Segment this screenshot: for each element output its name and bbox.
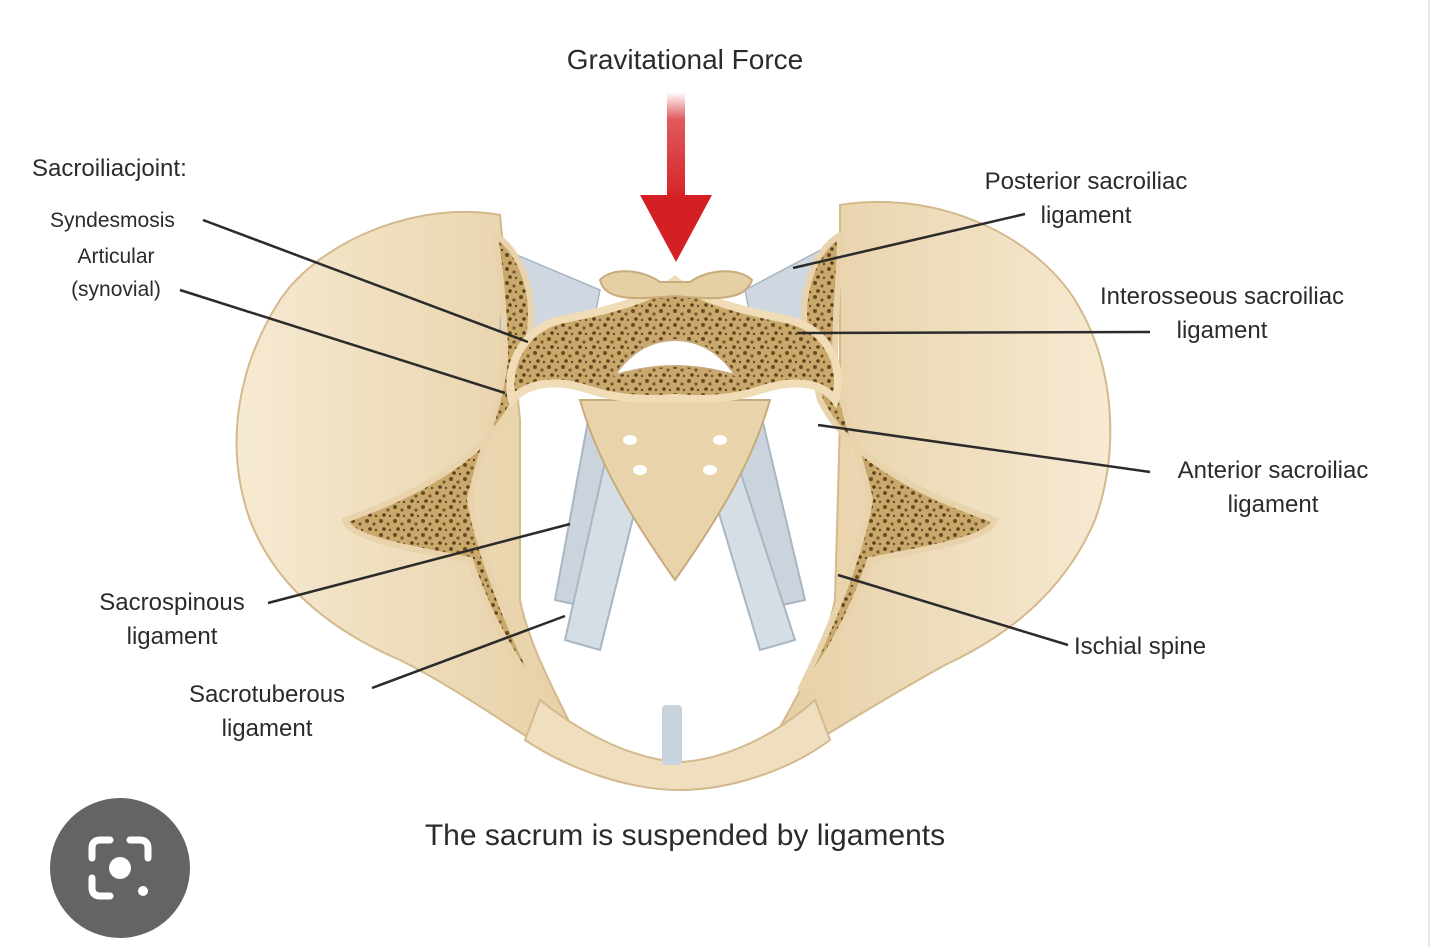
label-sacrotuberous-line1: Sacrotuberous: [188, 681, 346, 708]
leader-lines: [179, 212, 1151, 690]
page-divider: [1428, 0, 1430, 947]
label-posterior-line2: ligament: [1040, 202, 1132, 229]
figure-caption: The sacrum is suspended by ligaments: [424, 819, 946, 852]
label-syndesmosis: Syndesmosis: [50, 209, 175, 232]
label-interosseous-line1: Interosseous sacroiliac: [1099, 283, 1345, 310]
label-sacroiliac-joint: Sacroiliacjoint:: [32, 155, 187, 182]
left-ilium-section: [341, 229, 543, 693]
coccyx: [578, 399, 772, 582]
label-interosseous-sacroiliac-ligament: Interosseous sacroiliac ligament: [1082, 280, 1362, 348]
pubic-arch: [523, 698, 832, 792]
label-anterior-line2: ligament: [1227, 491, 1319, 518]
label-sacrotuberous-line2: ligament: [221, 715, 313, 742]
figure-title: Gravitational Force: [566, 44, 804, 75]
label-anterior-line1: Anterior sacroiliac: [1177, 457, 1369, 484]
label-ischial-spine: Ischial spine: [1074, 633, 1207, 660]
sacral-promontory: [598, 270, 754, 300]
label-articular-line2: (synovial): [71, 278, 161, 301]
sacral-foramina: [623, 435, 727, 475]
label-sacrotuberous-ligament: Sacrotuberous ligament: [172, 678, 362, 746]
gravity-arrow: [640, 92, 712, 262]
google-lens-icon: [88, 836, 152, 900]
label-posterior-line1: Posterior sacroiliac: [984, 168, 1188, 195]
label-articular: Articular (synovial): [60, 240, 172, 306]
label-sacrospinous-ligament: Sacrospinous ligament: [86, 586, 258, 654]
label-articular-line1: Articular: [77, 245, 155, 268]
label-sacrospinous-line1: Sacrospinous: [99, 589, 245, 616]
label-interosseous-line2: ligament: [1176, 317, 1268, 344]
label-sacrospinous-line2: ligament: [126, 623, 218, 650]
label-posterior-sacroiliac-ligament: Posterior sacroiliac ligament: [966, 165, 1206, 233]
google-lens-button[interactable]: [50, 798, 190, 938]
pubic-symphysis: [662, 705, 682, 765]
label-anterior-sacroiliac-ligament: Anterior sacroiliac ligament: [1158, 454, 1388, 522]
sacral-canal: [612, 338, 738, 377]
